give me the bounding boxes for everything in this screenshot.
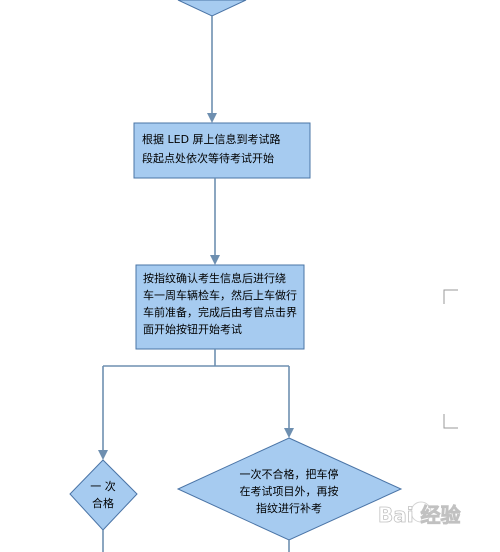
- step1-line-0: 根据 LED 屏上信息到考试路: [142, 132, 281, 146]
- step2-line-0: 按指纹确认考生信息后进行绕: [143, 271, 286, 285]
- fail-decision-line-2: 指纹进行补考: [256, 501, 322, 515]
- fail-decision-line-1: 在考试项目外，再按: [240, 484, 339, 498]
- step2-box: [135, 264, 305, 350]
- watermark-text: Bai 经验: [378, 503, 461, 527]
- crop-mark-top: [443, 289, 458, 304]
- top-decision-diamond: [177, 0, 247, 17]
- step1-line-1: 段起点处依次等待考试开始: [142, 151, 274, 165]
- step2-line-3: 面开始按钮开始考试: [143, 322, 242, 336]
- paw-icon: [410, 501, 432, 523]
- step2-line-2: 车前准备，完成后由考官点击界: [143, 305, 297, 319]
- fail-decision-line-0: 一次不合格，把车停: [240, 467, 339, 481]
- pass-decision-line-1: 合格: [92, 496, 114, 510]
- pass-decision-line-0: 一 次: [90, 479, 116, 493]
- baidu-watermark: Bai 经验: [378, 501, 461, 527]
- step2-line-1: 车一周车辆检车，然后上车做行: [143, 288, 297, 302]
- crop-mark-bottom: [443, 414, 458, 429]
- step1-box: [133, 122, 311, 179]
- pass-decision-diamond: [69, 459, 138, 531]
